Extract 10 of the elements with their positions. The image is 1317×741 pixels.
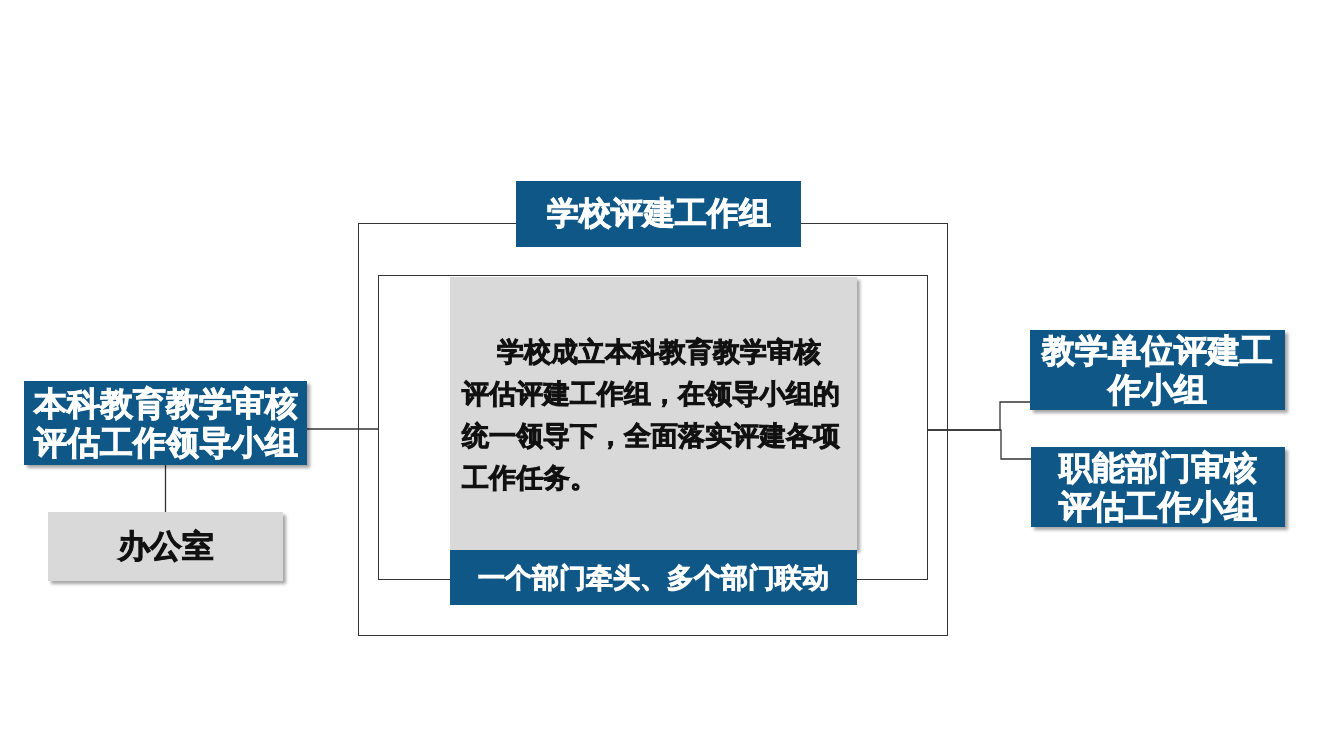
connector-line xyxy=(306,428,379,430)
group-box: 教学单位评建工作小组 xyxy=(1030,330,1285,410)
connector-line xyxy=(164,464,167,513)
office-box: 办公室 xyxy=(48,512,283,581)
title-banner: 学校评建工作组 xyxy=(516,181,801,247)
group-box: 本科教育教学审核评估工作领导小组 xyxy=(24,381,307,465)
text-panel: 学校成立本科教育教学审核评估评建工作组，在领导小组的统一领导下，全面落实评建各项工作任务。 xyxy=(450,277,857,550)
caption-band: 一个部门牵头、多个部门联动 xyxy=(450,550,857,605)
group-box: 职能部门审核评估工作小组 xyxy=(1031,447,1285,527)
connector-line xyxy=(927,429,1032,460)
